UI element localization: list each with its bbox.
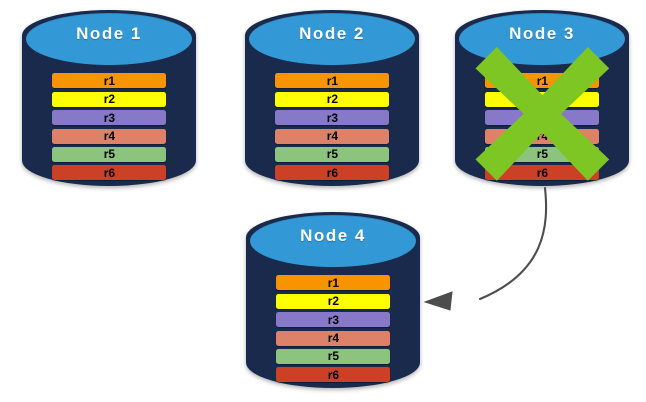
row-bar[interactable]: r3	[485, 110, 600, 126]
row-label: r2	[103, 92, 116, 107]
row-label: r5	[103, 147, 116, 162]
row-bar[interactable]: r2	[276, 293, 391, 309]
row-bar[interactable]: r2	[52, 91, 167, 107]
row-label: r3	[103, 110, 116, 125]
row-label: r6	[103, 165, 116, 180]
node-3-title: Node 3	[509, 24, 575, 44]
row-bar[interactable]: r2	[275, 91, 390, 107]
row-bar[interactable]: r6	[276, 367, 391, 383]
row-bar[interactable]: r6	[52, 165, 167, 181]
row-bar[interactable]: r4	[276, 330, 391, 346]
row-bar[interactable]: r1	[275, 73, 390, 89]
row-label: r2	[327, 294, 340, 309]
node-2-top-disc	[249, 12, 415, 65]
row-label: r6	[326, 165, 339, 180]
row-bar[interactable]: r1	[276, 275, 391, 291]
node-2-title: Node 2	[299, 24, 365, 44]
row-label: r5	[536, 147, 549, 162]
node-4-title: Node 4	[300, 226, 366, 246]
row-label: r1	[536, 73, 549, 88]
node-2[interactable]: Node 2 r1 r2 r3 r4 r5 r6	[245, 10, 419, 186]
row-bar[interactable]: r3	[52, 110, 167, 126]
row-label: r2	[326, 92, 339, 107]
row-label: r3	[536, 110, 549, 125]
node-4-top-disc	[250, 214, 416, 267]
node-2-rows: r1 r2 r3 r4 r5 r6	[275, 73, 390, 181]
node-4[interactable]: Node 4 r1 r2 r3 r4 r5 r6	[246, 212, 420, 388]
row-bar[interactable]: r5	[52, 146, 167, 162]
row-bar[interactable]: r6	[275, 165, 390, 181]
row-bar[interactable]: r4	[485, 128, 600, 144]
row-bar[interactable]: r2	[485, 91, 600, 107]
row-label: r6	[327, 367, 340, 382]
row-bar[interactable]: r6	[485, 165, 600, 181]
row-label: r6	[536, 165, 549, 180]
node-1-rows: r1 r2 r3 r4 r5 r6	[52, 73, 167, 181]
node-3-rows: r1 r2 r3 r4 r5 r6	[485, 73, 600, 181]
row-bar[interactable]: r4	[52, 128, 167, 144]
row-bar[interactable]: r5	[485, 146, 600, 162]
row-label: r5	[326, 147, 339, 162]
row-bar[interactable]: r4	[275, 128, 390, 144]
row-bar[interactable]: r1	[485, 73, 600, 89]
row-bar[interactable]: r5	[275, 146, 390, 162]
node-1-title: Node 1	[76, 24, 142, 44]
row-label: r3	[327, 312, 340, 327]
row-label: r1	[327, 275, 340, 290]
node-4-rows: r1 r2 r3 r4 r5 r6	[276, 275, 391, 383]
row-label: r4	[327, 331, 340, 346]
row-label: r4	[326, 129, 339, 144]
row-label: r4	[103, 129, 116, 144]
row-bar[interactable]: r5	[276, 348, 391, 364]
replication-arrow-head	[423, 291, 453, 311]
row-label: r1	[103, 73, 116, 88]
node-1[interactable]: Node 1 r1 r2 r3 r4 r5 r6	[22, 10, 196, 186]
row-bar[interactable]: r3	[276, 312, 391, 328]
node-3[interactable]: Node 3 r1 r2 r3 r4 r5 r6	[455, 10, 629, 186]
row-bar[interactable]: r1	[52, 73, 167, 89]
row-label: r3	[326, 110, 339, 125]
replication-arrow-path	[478, 186, 548, 301]
row-label: r4	[536, 129, 549, 144]
row-label: r1	[326, 73, 339, 88]
node-1-top-disc	[26, 12, 192, 65]
row-bar[interactable]: r3	[275, 110, 390, 126]
row-label: r2	[536, 92, 549, 107]
row-label: r5	[327, 349, 340, 364]
